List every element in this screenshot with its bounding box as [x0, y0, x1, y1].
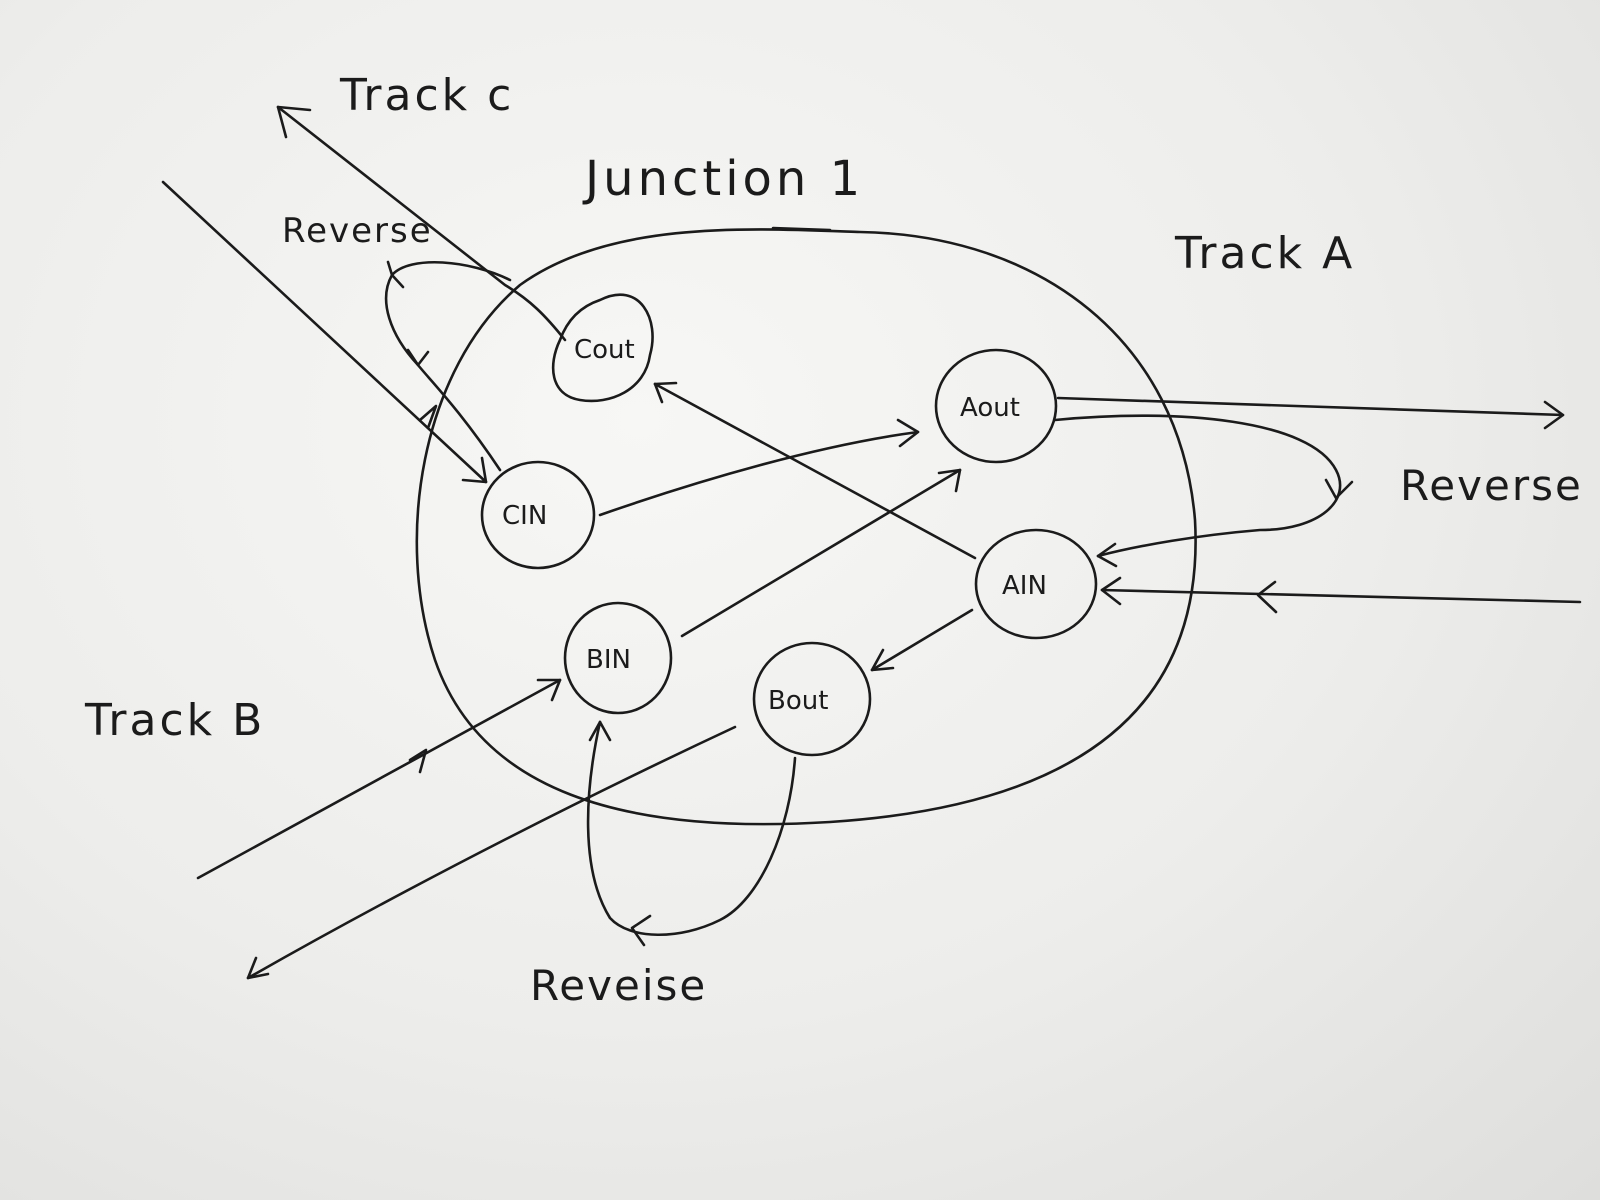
track-a-outgoing	[1056, 396, 1565, 430]
node-b-out-label: Bout	[768, 686, 828, 716]
reverse-label-c: Reverse	[282, 211, 433, 251]
track-b-label: Track B	[84, 695, 265, 746]
track-c-incoming	[161, 180, 488, 484]
route-c-in-to-a-out	[598, 418, 920, 517]
node-c-out-label: Cout	[574, 335, 635, 365]
reverse-label-b: Reveise	[530, 961, 707, 1010]
reverse-loop-a	[1053, 414, 1354, 568]
node-b-in: BIN	[563, 601, 673, 715]
reverse-loop-b	[586, 720, 797, 947]
node-a-in: AIN	[974, 528, 1098, 640]
route-b-in-to-a-out	[680, 468, 962, 638]
node-b-in-label: BIN	[586, 645, 631, 675]
track-c-outgoing	[276, 105, 567, 342]
node-c-in: CIN	[480, 460, 596, 570]
node-a-out-label: Aout	[960, 393, 1020, 423]
reverse-label-a: Reverse	[1400, 461, 1583, 510]
junction-boundary	[415, 228, 1197, 826]
track-c-label: Track c	[339, 70, 514, 121]
node-c-out: Cout	[551, 293, 654, 403]
track-b-outgoing	[246, 725, 737, 980]
track-b-incoming	[196, 678, 562, 880]
node-a-out: Aout	[934, 348, 1058, 464]
node-c-in-label: CIN	[502, 501, 547, 531]
track-a-incoming	[1100, 576, 1582, 614]
title-underline	[771, 226, 832, 232]
route-a-in-to-b-out	[870, 608, 974, 672]
junction-title: Junction 1	[582, 151, 864, 207]
reverse-loop-c	[384, 260, 512, 472]
route-a-in-to-c-out	[653, 381, 977, 560]
node-b-out: Bout	[752, 641, 872, 757]
node-a-in-label: AIN	[1002, 571, 1047, 601]
track-a-label: Track A	[1174, 228, 1355, 279]
